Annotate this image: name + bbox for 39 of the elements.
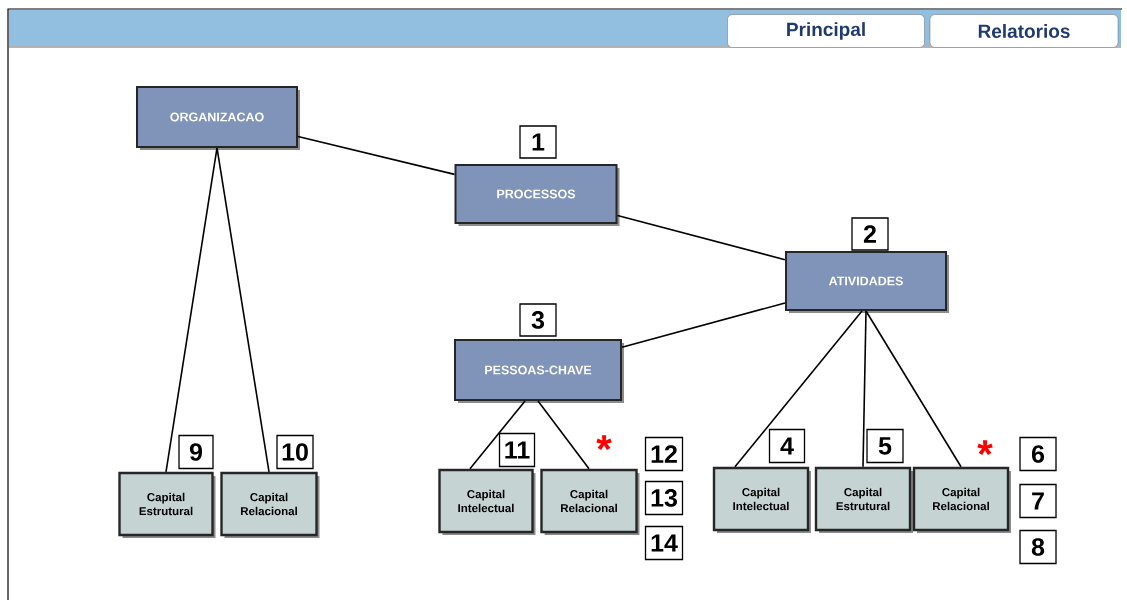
number-box: 8 <box>1019 529 1057 565</box>
number-box: 1 <box>519 125 557 159</box>
connector-line <box>621 302 786 349</box>
number-box: 14 <box>644 525 684 561</box>
number-box: 13 <box>644 480 684 516</box>
capital-box: Capital Estrutural <box>118 471 216 538</box>
capital-box: Capital Relacional <box>540 468 640 535</box>
capital-box: Capital Relacional <box>912 466 1011 533</box>
process-box: PROCESSOS <box>454 164 620 226</box>
number-box: 3 <box>519 303 557 337</box>
number-box: 11 <box>498 432 536 468</box>
capital-box: Capital Relacional <box>220 471 320 538</box>
connector-line <box>297 135 456 176</box>
number-box: 4 <box>768 428 806 464</box>
process-box: ATIVIDADES <box>785 251 949 313</box>
capital-box: Capital Intelectual <box>438 468 536 535</box>
connector-line <box>537 400 590 470</box>
connector-line <box>165 147 218 473</box>
number-box: 12 <box>644 436 684 472</box>
process-box: PESSOAS-CHAVE <box>454 339 624 403</box>
asterisk: * <box>977 440 993 456</box>
tab: Relatorios <box>929 14 1119 48</box>
asterisk: * <box>596 435 612 451</box>
number-box: 5 <box>866 428 904 464</box>
number-box: 10 <box>276 434 314 470</box>
connector-line <box>862 310 867 468</box>
capital-box: Capital Intelectual <box>712 466 811 533</box>
tab: Principal <box>727 14 925 48</box>
capital-box: Capital Estrutural <box>814 466 913 533</box>
connector-line <box>616 214 786 261</box>
connector-line <box>469 400 526 470</box>
connector-line <box>216 147 270 473</box>
number-box: 7 <box>1019 483 1057 519</box>
connector-line <box>865 310 962 468</box>
process-box: ORGANIZACAO <box>136 86 300 150</box>
number-box: 9 <box>178 434 214 470</box>
number-box: 6 <box>1019 436 1057 472</box>
connector-line <box>734 310 863 468</box>
number-box: 2 <box>851 217 889 251</box>
